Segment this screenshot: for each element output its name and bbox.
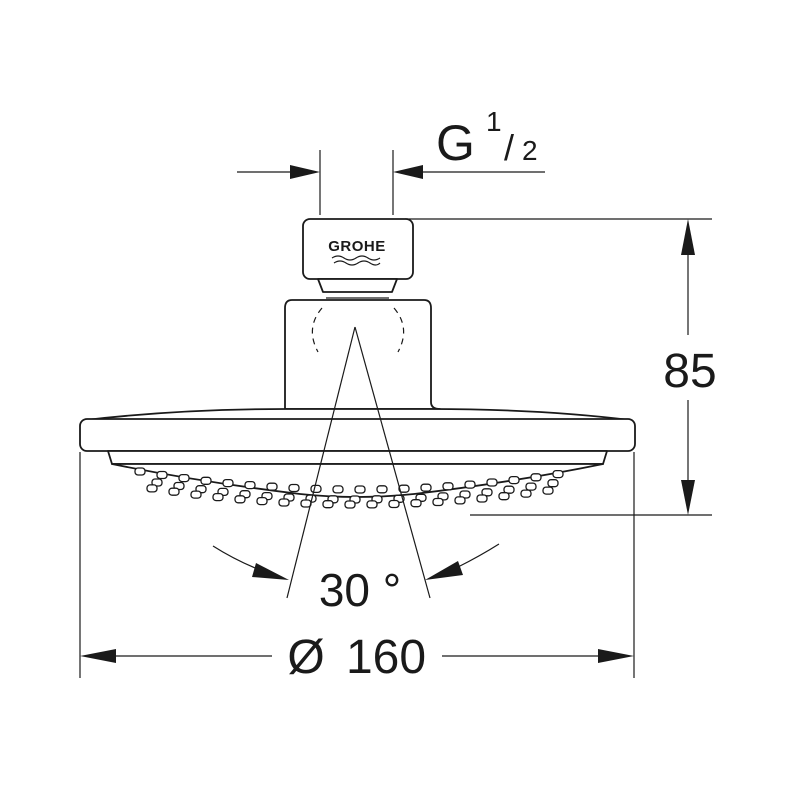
thread-slash: / [504,127,514,168]
spray-nozzle [310,484,322,494]
spray-nozzle [178,473,190,483]
spray-nozzle [332,485,344,494]
thread-letter: G [436,115,475,171]
diameter-value: 160 [346,631,426,684]
spray-nozzle [476,494,488,503]
spray-nozzle [503,485,515,494]
diameter-arrow-right [598,649,634,663]
diameter-symbol: Ø [287,631,324,684]
height-value: 85 [663,345,716,398]
angle-arc-right [457,543,500,568]
spray-nozzle [244,480,256,490]
spray-nozzle [420,483,432,492]
spray-angle-value: 30 ° [319,564,401,616]
spray-face [111,463,604,498]
spray-nozzle [388,499,400,509]
shower-head: GROHE [79,218,636,509]
angle-arrow-left [252,563,289,580]
spray-nozzle [525,482,537,491]
spray-nozzle [222,478,234,488]
thread-dimension: G 1 / 2 [237,106,545,215]
spray-nozzle [542,486,554,495]
hidden-ball-left [311,307,323,353]
spray-nozzle [432,497,444,507]
spray-nozzle [486,478,498,487]
spray-line-right [354,326,431,599]
spray-angle-dimension: 30 ° [212,326,500,616]
spray-nozzle [454,496,466,505]
grohe-logo: GROHE [328,238,386,266]
thread-arrow-left [290,165,320,179]
spray-nozzle [376,485,388,494]
spray-nozzle [520,489,532,498]
spray-nozzle [266,482,278,491]
spray-nozzle [530,473,542,482]
spray-nozzle [234,495,246,504]
spray-nozzle [398,484,410,493]
grohe-logo-text: GROHE [328,238,386,255]
spray-nozzle [354,485,366,494]
angle-arc-left [212,545,261,571]
spray-nozzle [156,470,168,480]
spray-nozzle [547,479,559,488]
thread-numerator: 1 [486,106,502,137]
spray-plate-rim [107,450,608,465]
spray-line-left [286,326,356,599]
spray-nozzle [146,484,158,493]
angle-arrow-right [425,561,463,580]
diameter-dimension: Ø 160 [79,452,635,684]
spray-nozzle [552,469,564,479]
hidden-ball-right [393,307,405,353]
thread-denominator: 2 [522,135,538,166]
spray-nozzle [288,483,300,493]
spray-nozzle [278,498,290,507]
height-dimension: 85 [405,218,717,516]
logo-wave-1 [331,255,381,261]
spray-nozzle [168,487,180,496]
spray-nozzle [344,500,356,509]
height-arrow-bottom [681,480,695,515]
spray-nozzle [366,500,378,509]
logo-wave-2 [333,260,381,266]
spray-nozzle [442,482,454,491]
spray-nozzle [200,476,212,485]
spray-nozzle [134,467,146,476]
spray-nozzle [498,492,510,501]
spray-nozzle [508,475,520,485]
connector-neck [317,278,398,293]
spray-nozzle [212,492,224,502]
spray-nozzle [410,499,422,508]
diameter-arrow-left [80,649,116,663]
height-arrow-top [681,219,695,255]
spray-nozzle [322,500,334,509]
head-rim [79,418,636,452]
thread-arrow-right [393,165,423,179]
spray-nozzle [464,480,476,489]
spray-nozzle [190,490,202,499]
spray-nozzle [256,496,268,506]
